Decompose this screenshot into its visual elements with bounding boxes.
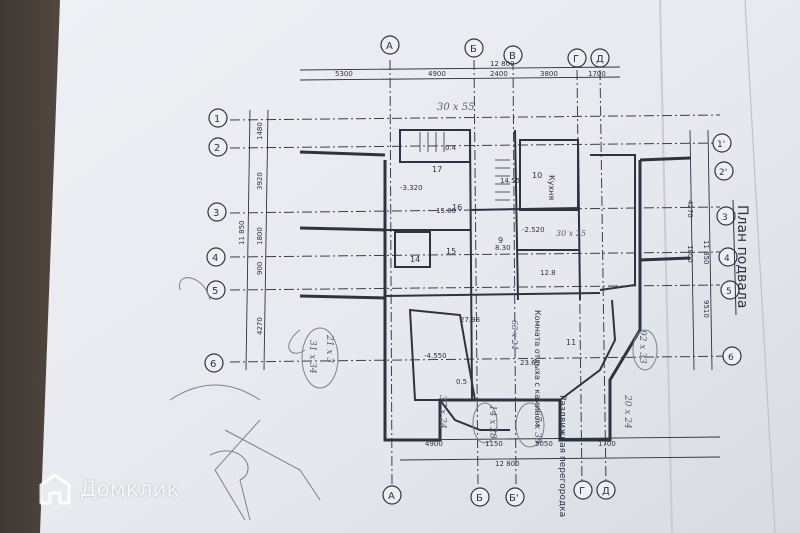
- label-lounge: Комната отдыха с камином: [533, 310, 542, 427]
- axis-label-right-2: 2': [719, 168, 727, 178]
- axis-bubbles-top: [380, 35, 610, 68]
- note-37x24: 37 x 24: [437, 395, 447, 429]
- outer-walls: [299, 150, 691, 442]
- axis-label-bottom-g: Г: [579, 486, 585, 497]
- axis-label-bottom-a: А: [388, 491, 395, 502]
- note-20x24: 20 x 24: [622, 394, 632, 429]
- dim-right-1: 1800: [686, 245, 694, 263]
- label-kitchen: Кухня: [547, 175, 556, 200]
- dim-top-3: 2400: [490, 70, 508, 78]
- dim-bottom-1: 1150: [485, 440, 503, 448]
- dim-bottom-2: 5050: [535, 440, 553, 448]
- dim-right-3: 9510: [702, 300, 710, 318]
- area-14: 27.98: [460, 316, 480, 324]
- note-30x25: 30 x 25: [556, 229, 586, 238]
- axis-label-right-1: 1': [717, 140, 725, 150]
- note-14x28: 14 x 28: [487, 405, 497, 439]
- axis-label-left-4: 4: [212, 253, 218, 264]
- axis-label-top-b: Б: [470, 44, 477, 55]
- axis-label-bottom-d: Д: [602, 486, 610, 497]
- room-15: 15: [446, 247, 456, 256]
- area-12: 12.8: [540, 269, 556, 277]
- label-04: 0.4: [445, 144, 457, 152]
- dim-bottom-3: 1700: [598, 440, 616, 448]
- axis-label-left-5: 5: [212, 286, 218, 297]
- room-10: 10: [532, 171, 542, 180]
- level-1: -2.520: [522, 226, 545, 234]
- dim-left-1: 3920: [256, 172, 264, 190]
- axis-label-left-6: 6: [210, 359, 216, 370]
- axis-bubbles-left: [204, 108, 228, 373]
- dim-left-2: 1800: [256, 227, 264, 245]
- dim-top-2: 12 800: [490, 60, 515, 68]
- axis-label-left-1: 1: [214, 114, 220, 125]
- dim-bottom-4: 12 800: [495, 460, 520, 468]
- plan-title: План подвала: [734, 205, 750, 308]
- axis-label-top-g: Г: [573, 54, 579, 65]
- domclick-watermark: Домклик: [38, 472, 180, 506]
- dim-top-5: 1700: [588, 70, 606, 78]
- room-9: 9: [498, 236, 503, 245]
- axis-label-right-3: 3: [722, 213, 728, 223]
- note-31x34: 31 x 34: [307, 340, 317, 374]
- area-15: 15.00: [436, 207, 456, 215]
- room-16: 16: [452, 203, 462, 212]
- axis-bubbles-bottom: [382, 480, 616, 507]
- label-sliding-partition: Раздвижная перегородка: [557, 395, 567, 517]
- dim-right-2: 11 850: [702, 240, 710, 265]
- axis-label-left-2: 2: [214, 143, 220, 154]
- axis-label-right-6: 6: [728, 353, 734, 363]
- floor-plan-drawing: [169, 35, 742, 521]
- pencil-sketches: [169, 277, 658, 521]
- house-logo-icon: [39, 473, 71, 505]
- axis-lines-horizontal: [229, 114, 741, 363]
- level-0: -3.320: [400, 184, 423, 192]
- dim-left-3: 900: [256, 262, 264, 275]
- dim-bottom-0: 4900: [425, 440, 443, 448]
- dim-top-0: 5300: [335, 70, 353, 78]
- axis-label-left-3: 3: [213, 208, 219, 219]
- note-30x55: 30 x 55: [437, 102, 474, 113]
- area-9: 8.30: [495, 244, 511, 252]
- bay-window: [439, 299, 617, 431]
- note-63x24: 63 x 24: [510, 320, 519, 350]
- inner-walls: [384, 129, 636, 401]
- axis-label-top-a: А: [386, 41, 393, 52]
- axis-label-right-5: 5: [726, 287, 732, 297]
- note-67x39: 67 x 39: [532, 410, 542, 444]
- level-2: -4.550: [424, 352, 447, 360]
- label-05: 0.5: [456, 378, 467, 386]
- room-14: 14: [410, 255, 420, 264]
- dim-left-5: 11 850: [238, 221, 246, 246]
- axis-bubbles-right: [712, 133, 742, 366]
- room-11: 11: [566, 338, 576, 347]
- axis-label-bottom-b2: Б': [509, 493, 519, 504]
- dim-top-1: 4900: [428, 70, 446, 78]
- dim-top-4: 3800: [540, 70, 558, 78]
- dim-right-0: 4270: [686, 200, 694, 218]
- dim-left-4: 4270: [256, 317, 264, 335]
- axis-label-bottom-b: Б: [476, 493, 483, 504]
- room-17: 17: [432, 165, 442, 174]
- axis-label-top-d: Д: [596, 54, 604, 65]
- area-10: 14.55: [500, 177, 520, 185]
- watermark-text: Домклик: [80, 477, 180, 501]
- note-21x3: 21 x 3: [324, 334, 334, 363]
- stairs: [419, 132, 510, 201]
- note-92x33: 92 x 33: [637, 330, 647, 364]
- area-11: 23.65: [520, 359, 540, 367]
- axis-label-top-v: В: [509, 51, 516, 62]
- dim-left-0: 1480: [256, 122, 264, 140]
- axis-label-right-4: 4: [724, 254, 730, 264]
